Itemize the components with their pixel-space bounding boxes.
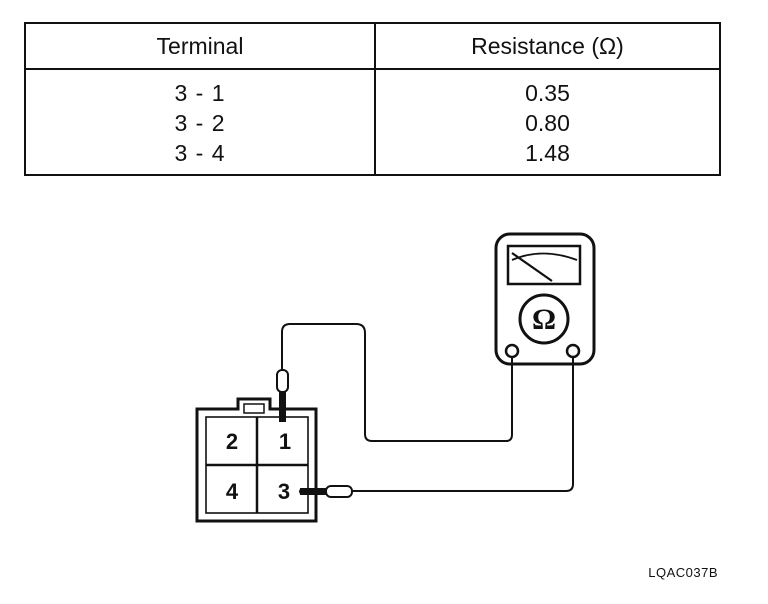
pin-label-3: 3 xyxy=(278,479,290,504)
resistance-cell: 0.80 xyxy=(525,109,570,136)
connector-icon: 2 1 4 3 xyxy=(195,397,318,523)
resistance-column-header: Resistance (Ω) xyxy=(375,23,720,70)
terminal-cell: 3 - 2 xyxy=(25,108,376,138)
table-header-row: Terminal Resistance (Ω) xyxy=(25,23,720,70)
test-lead-1 xyxy=(281,323,513,442)
connector-latch xyxy=(243,403,265,414)
ohm-symbol: Ω xyxy=(532,303,556,336)
terminal-column-header: Terminal xyxy=(25,23,376,70)
pin-label-4: 4 xyxy=(226,479,239,504)
terminal-cell: 3 - 4 xyxy=(25,138,376,175)
terminal-cell: 3 - 1 xyxy=(25,69,376,108)
figure-code: LQAC037B xyxy=(648,565,718,580)
meter-jack-left xyxy=(504,343,520,359)
test-lead-2 xyxy=(350,357,574,492)
meter-jack-right xyxy=(565,343,581,359)
ohmmeter-icon: Ω xyxy=(494,232,596,366)
ohm-dial xyxy=(518,293,570,345)
table-row: 3 - 4 1.48 xyxy=(25,138,720,175)
resistance-cell: 1.48 xyxy=(525,139,570,166)
resistance-spec-table: Terminal Resistance (Ω) 3 - 1 0.35 3 - 2… xyxy=(24,22,721,176)
probe-pin-1 xyxy=(276,369,289,422)
meter-needle xyxy=(511,252,553,282)
pin-label-1: 1 xyxy=(279,429,291,454)
pin-label-2: 2 xyxy=(226,429,238,454)
resistance-cell: 0.35 xyxy=(525,79,570,106)
table-row: 3 - 1 0.35 xyxy=(25,69,720,108)
meter-display xyxy=(506,244,582,286)
table-row: 3 - 2 0.80 xyxy=(25,108,720,138)
probe-pin-3 xyxy=(299,485,353,498)
